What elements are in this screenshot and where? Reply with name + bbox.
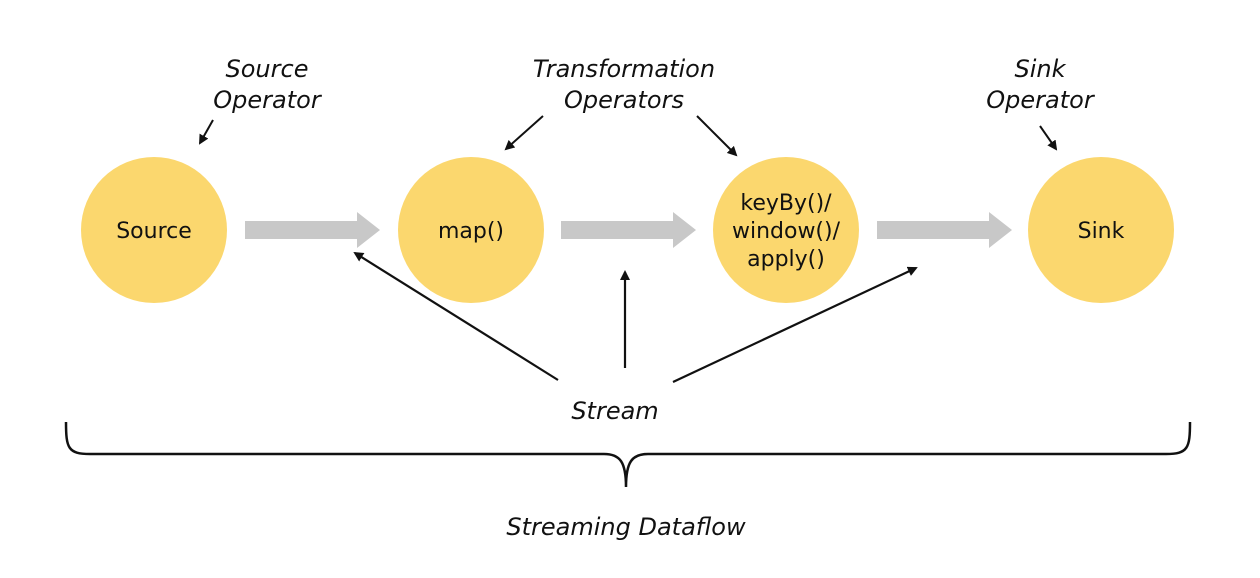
map-node-label: map()	[438, 219, 504, 244]
streaming-dataflow-caption: Streaming Dataflow	[506, 513, 746, 541]
stream-caption: Stream	[571, 397, 658, 425]
stream-arrow-to-source-map-link	[353, 251, 559, 381]
map-node-circle	[398, 157, 544, 303]
sink-node: Sink	[1028, 157, 1174, 303]
source-operator-caption-line-1: Source	[226, 55, 309, 83]
sink-operator-caption-line-2: Operator	[986, 86, 1096, 114]
keyby-node-label-line-3: apply()	[747, 247, 825, 272]
dataflow-curly-brace	[64, 421, 1192, 488]
source-node: Source	[81, 157, 227, 303]
keyby-window-apply-node: keyBy()/ window()/ apply()	[713, 157, 859, 303]
transformation-operators-caption-line-1: Transformation	[533, 55, 715, 83]
sink-operator-pointer-arrow	[1039, 125, 1058, 151]
source-node-label: Source	[116, 219, 192, 244]
transformation-to-map-pointer-arrow	[504, 115, 544, 151]
source-operator-caption-line-2: Operator	[213, 86, 323, 114]
flow-arrow-keyby-to-sink	[877, 212, 1012, 248]
sink-node-label: Sink	[1078, 219, 1125, 244]
sink-operator-caption-line-1: Sink	[1014, 55, 1066, 83]
transformation-to-keyby-pointer-arrow	[696, 115, 738, 157]
source-operator-caption: Source Operator	[213, 55, 323, 114]
keyby-node-label-line-2: window()/	[732, 219, 841, 244]
flow-arrow-source-to-map	[245, 212, 380, 248]
flow-arrow-map-to-keyby	[561, 212, 696, 248]
transformation-operators-caption-line-2: Operators	[564, 86, 684, 114]
keyby-node-circle	[713, 157, 859, 303]
source-operator-pointer-arrow	[199, 119, 214, 145]
sink-operator-caption: Sink Operator	[986, 55, 1096, 114]
keyby-node-label-line-1: keyBy()/	[740, 191, 832, 216]
stream-arrow-to-keyby-sink-link	[672, 266, 918, 383]
transformation-operators-caption: Transformation Operators	[533, 55, 715, 114]
map-node: map()	[398, 157, 544, 303]
source-node-circle	[81, 157, 227, 303]
sink-node-circle	[1028, 157, 1174, 303]
